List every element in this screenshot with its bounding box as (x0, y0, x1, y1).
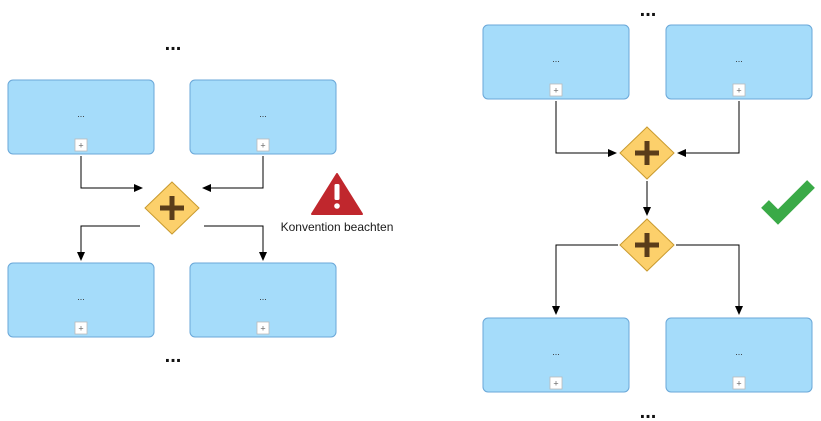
svg-text:+: + (260, 324, 265, 334)
task-label: ... (735, 347, 743, 357)
left-ellipsis-bottom: ... (165, 345, 182, 367)
left-connectors (77, 156, 267, 261)
svg-text:+: + (260, 141, 265, 151)
svg-text:+: + (78, 324, 83, 334)
task-label: ... (77, 109, 85, 119)
left-task-top-right[interactable]: ... + (189, 79, 337, 155)
task-label: ... (735, 54, 743, 64)
left-task-bottom-left[interactable]: ... + (7, 262, 155, 338)
plus-icon (160, 196, 184, 220)
task-label: ... (77, 292, 85, 302)
svg-text:+: + (78, 141, 83, 151)
right-diagram: ... ... + ... + ... + (482, 0, 815, 421)
right-parallel-gateway-split[interactable] (619, 218, 675, 272)
task-label: ... (259, 292, 267, 302)
right-task-top-right[interactable]: ... + (665, 24, 813, 100)
sequence-flow (676, 244, 743, 315)
plus-icon (635, 141, 659, 165)
right-connectors (552, 101, 743, 315)
subprocess-marker-icon[interactable]: + (732, 376, 746, 390)
sequence-flow (80, 156, 143, 192)
subprocess-marker-icon[interactable]: + (256, 138, 270, 152)
subprocess-marker-icon[interactable]: + (549, 83, 563, 97)
svg-text:+: + (736, 379, 741, 389)
svg-text:+: + (736, 86, 741, 96)
sequence-flow (677, 101, 740, 157)
left-parallel-gateway[interactable] (144, 181, 200, 235)
subprocess-marker-icon[interactable]: + (256, 321, 270, 335)
subprocess-marker-icon[interactable]: + (74, 138, 88, 152)
sequence-flow (204, 225, 267, 261)
subprocess-marker-icon[interactable]: + (732, 83, 746, 97)
subprocess-marker-icon[interactable]: + (74, 321, 88, 335)
svg-text:+: + (553, 379, 558, 389)
sequence-flow (202, 156, 264, 192)
plus-icon (635, 233, 659, 257)
task-label: ... (259, 109, 267, 119)
left-ellipsis-top: ... (165, 33, 182, 55)
sequence-flow (552, 244, 618, 315)
left-task-bottom-right[interactable]: ... + (189, 262, 337, 338)
right-ellipsis-top: ... (640, 0, 657, 21)
left-task-top-left[interactable]: ... + (7, 79, 155, 155)
warning-icon (311, 173, 363, 215)
right-ellipsis-bottom: ... (640, 401, 657, 421)
right-task-top-left[interactable]: ... + (482, 24, 630, 100)
right-task-bottom-left[interactable]: ... + (482, 317, 630, 393)
task-label: ... (552, 54, 560, 64)
right-parallel-gateway-join[interactable] (619, 126, 675, 180)
sequence-flow (77, 225, 140, 261)
left-diagram: ... ... + ... + ... + (7, 33, 394, 367)
warning-text: Konvention beachten (281, 220, 394, 234)
right-task-bottom-right[interactable]: ... + (665, 317, 813, 393)
task-label: ... (552, 347, 560, 357)
subprocess-marker-icon[interactable]: + (549, 376, 563, 390)
sequence-flow (555, 101, 617, 157)
checkmark-icon (761, 180, 815, 225)
svg-text:+: + (553, 86, 558, 96)
